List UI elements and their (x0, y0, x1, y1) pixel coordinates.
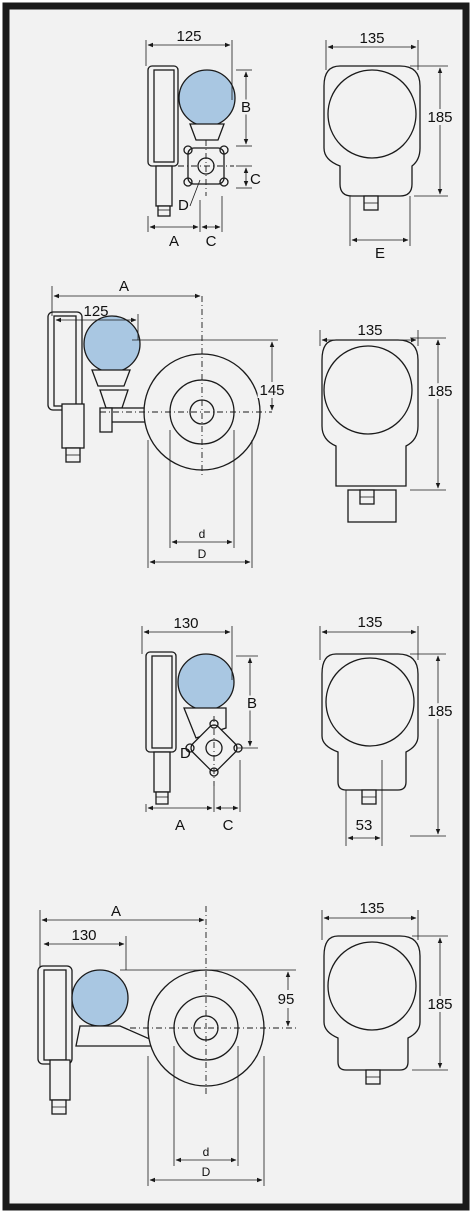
v2-side-reach-label: A (119, 278, 129, 295)
v1-side-a-label: A (169, 233, 179, 250)
v4-side-width-label: 130 (71, 927, 96, 944)
v3-side-b-label: B (247, 695, 257, 712)
v4-front-width-label: 135 (359, 900, 384, 917)
view-3-front: 135 185 53 (319, 614, 456, 846)
v4-side-height-label: 95 (278, 991, 295, 1008)
v3-side-width-label: 130 (173, 615, 198, 632)
v3-front-base-label: 53 (356, 817, 373, 834)
v4-side-reach-label: A (111, 903, 121, 920)
v2-side-d-large-label: D (198, 547, 207, 561)
v3-front-height-label: 185 (427, 703, 452, 720)
v4-side-d-large-label: D (202, 1165, 211, 1179)
v3-side-a-label: A (175, 817, 185, 834)
v3-front-width-label: 135 (357, 614, 382, 631)
v1-side-c-label: C (250, 171, 261, 188)
v1-front-width-label: 135 (359, 30, 384, 47)
view-4-side: A 130 95 d D (37, 903, 296, 1186)
v2-side-d-small-label: d (199, 527, 206, 541)
v1-front-e-label: E (375, 245, 385, 262)
v1-side-c-lower-label: C (206, 233, 217, 250)
v4-front-height-label: 185 (427, 996, 452, 1013)
v1-side-b-label: B (241, 99, 251, 116)
v1-side-d-label: D (178, 197, 189, 214)
v2-front-width-label: 135 (357, 322, 382, 339)
v3-side-d-label: D (180, 745, 191, 762)
v1-side-width-label: 125 (176, 28, 201, 45)
view-1-front: 135 185 E (323, 30, 456, 262)
view-1-side: 125 B C D A C (145, 28, 261, 250)
view-4-front: 135 185 (321, 900, 456, 1085)
v1-front-height-label: 185 (427, 109, 452, 126)
v2-side-width-label: 125 (83, 303, 108, 320)
view-2-side: A 125 145 d D (47, 278, 288, 568)
view-2-front: 135 185 (319, 322, 456, 523)
v2-front-height-label: 185 (427, 383, 452, 400)
v3-side-c-label: C (223, 817, 234, 834)
v2-side-height-label: 145 (259, 382, 284, 399)
v4-side-d-small-label: d (203, 1145, 210, 1159)
view-3-side: 130 B D A C (141, 615, 260, 834)
